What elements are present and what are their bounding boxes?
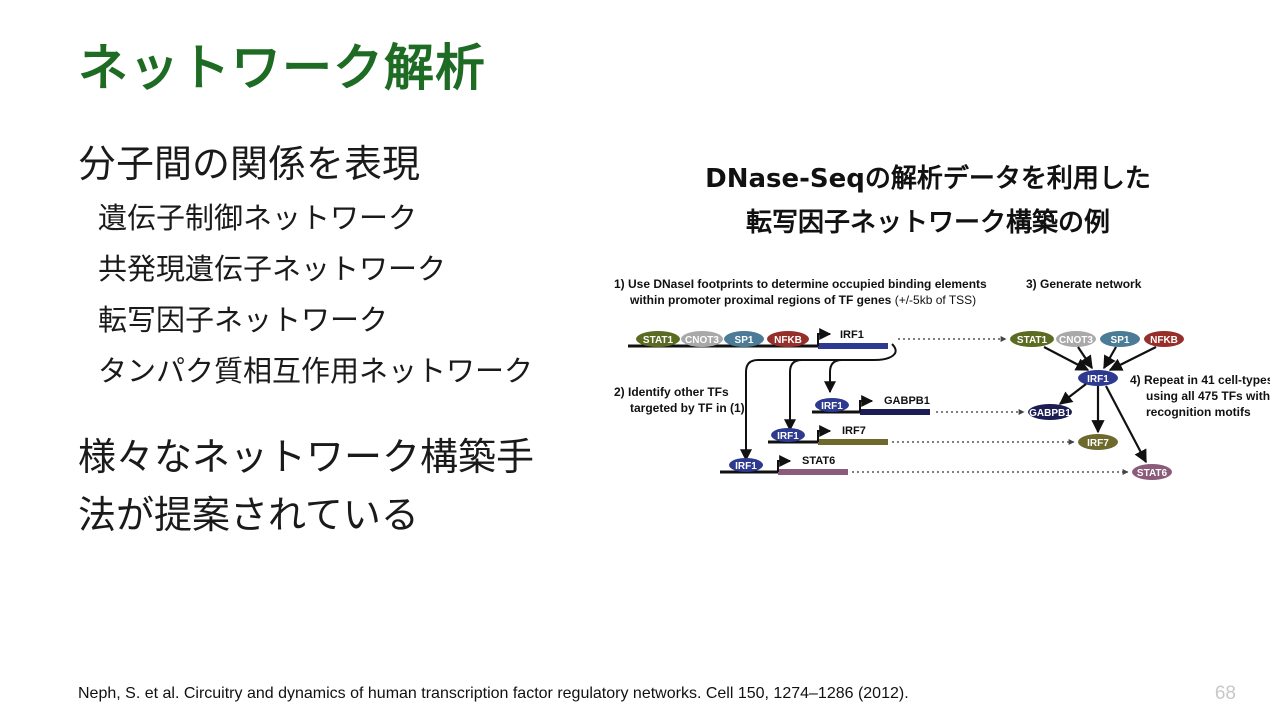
- tf-footprint-cnot3: CNOT3: [681, 331, 723, 347]
- tf-network-figure: 1) Use DNaseI footprints to determine oc…: [614, 277, 1270, 480]
- figure-caption-line: 転写因子ネットワーク構築の例: [745, 208, 1110, 238]
- network-node-stat1: STAT1: [1010, 331, 1054, 347]
- irf1-gene-body: [818, 343, 888, 349]
- bullet-item: 遺伝子制御ネットワーク: [98, 201, 418, 235]
- tf-label: IRF1: [777, 431, 799, 442]
- tf-label: CNOT3: [1059, 335, 1093, 346]
- tf-label: GABPB1: [1029, 408, 1071, 419]
- tf-label: STAT6: [1137, 468, 1168, 479]
- tf-label: IRF1: [1087, 374, 1109, 385]
- summary-line: 法が提案されている: [78, 493, 419, 537]
- network-node-gabpb1: GABPB1: [1028, 404, 1072, 420]
- figure-caption-line: DNase-Seqの解析データを利用した: [705, 164, 1151, 194]
- step1-label-rest: (+/-5kb of TSS): [891, 293, 976, 307]
- tf-label: CNOT3: [685, 335, 719, 346]
- irf1-target-arrow: [740, 343, 897, 462]
- network-node-irf1: IRF1: [1078, 370, 1118, 386]
- step1-label-bold: within promoter proximal regions of TF g…: [629, 293, 892, 307]
- tf-label: IRF1: [735, 461, 757, 472]
- tf-label: NFKB: [1150, 335, 1178, 346]
- network-node-cnot3: CNOT3: [1056, 331, 1096, 347]
- tf-footprint-stat1: STAT1: [636, 331, 680, 347]
- network-node-nfkb: NFKB: [1144, 331, 1184, 347]
- tf-label: NFKB: [774, 335, 802, 346]
- bullet-item: 転写因子ネットワーク: [98, 303, 389, 337]
- section-heading: 分子間の関係を表現: [78, 142, 421, 186]
- tf-label: IRF7: [1087, 438, 1109, 449]
- step4-label: recognition motifs: [1146, 405, 1251, 419]
- tf-label: SP1: [735, 335, 754, 346]
- target-row-stat6: IRF1 STAT6: [720, 455, 1129, 475]
- target-row-irf7: IRF1 IRF7: [768, 425, 1075, 445]
- page-number: 68: [1214, 683, 1236, 704]
- tf-footprint-sp1: SP1: [724, 331, 764, 347]
- tf-label: STAT1: [1017, 335, 1048, 346]
- network-edges: [1043, 346, 1157, 464]
- bullet-item: タンパク質相互作用ネットワーク: [98, 354, 534, 388]
- network-node-irf7: IRF7: [1078, 434, 1118, 450]
- irf1-target-arrow: [784, 359, 803, 432]
- step3-label: 3) Generate network: [1026, 277, 1142, 291]
- step4-label: 4) Repeat in 41 cell-types: [1130, 373, 1270, 387]
- irf1-target-arrow: [824, 359, 843, 394]
- citation: Neph, S. et al. Circuitry and dynamics o…: [78, 685, 909, 702]
- step1-label: 1) Use DNaseI footprints to determine oc…: [614, 277, 987, 291]
- summary-text: 様々なネットワーク構築手 法が提案されている: [78, 428, 534, 544]
- tf-label: STAT1: [643, 335, 674, 346]
- network-node-sp1: SP1: [1100, 331, 1140, 347]
- target-row-gabpb1: IRF1 GABPB1: [812, 395, 1025, 415]
- bullet-list: 遺伝子制御ネットワーク 共発現遺伝子ネットワーク 転写因子ネットワーク タンパク…: [98, 200, 533, 404]
- network-node-stat6: STAT6: [1132, 464, 1172, 480]
- tf-label: SP1: [1111, 335, 1130, 346]
- gene-label: IRF1: [840, 329, 864, 341]
- slide-title: ネットワーク解析: [78, 39, 486, 97]
- step4-label: using all 475 TFs with: [1146, 389, 1270, 403]
- step1-label-line2: within promoter proximal regions of TF g…: [629, 293, 976, 307]
- tss-arrow: [817, 328, 832, 346]
- step2-label: 2) Identify other TFs: [614, 385, 729, 399]
- bullet-item: 共発現遺伝子ネットワーク: [98, 252, 447, 286]
- summary-line: 様々なネットワーク構築手: [78, 435, 535, 479]
- tf-footprint-nfkb: NFKB: [767, 331, 809, 347]
- gene-label: GABPB1: [884, 395, 930, 407]
- tf-label: IRF1: [821, 401, 843, 412]
- step2-label: targeted by TF in (1): [630, 401, 745, 415]
- gene-label: STAT6: [802, 455, 835, 467]
- gene-label: IRF7: [842, 425, 866, 437]
